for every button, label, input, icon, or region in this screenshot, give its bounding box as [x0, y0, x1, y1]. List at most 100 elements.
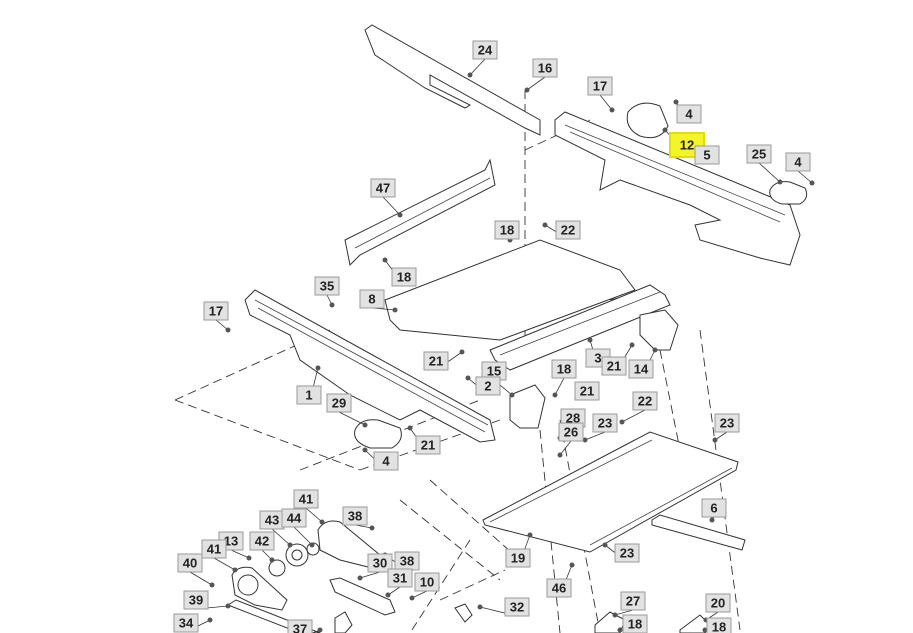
callout-number: 1 — [305, 388, 312, 403]
callout-21[interactable]: 21 — [423, 351, 449, 371]
leader-line — [526, 76, 546, 91]
callout-number: 21 — [421, 438, 435, 453]
callout-38[interactable]: 38 — [342, 506, 368, 526]
callout-18[interactable]: 18 — [551, 359, 577, 379]
fastener-icon — [362, 422, 368, 428]
callout-8[interactable]: 8 — [359, 289, 385, 309]
callout-18[interactable]: 18 — [706, 617, 732, 633]
callout-16[interactable]: 16 — [532, 58, 558, 78]
fastener-icon — [246, 555, 252, 561]
fastener-icon — [617, 627, 623, 633]
callout-47[interactable]: 47 — [370, 178, 396, 198]
callout-30[interactable]: 30 — [367, 553, 393, 573]
fastener-icon — [409, 595, 415, 601]
callout-number: 23 — [598, 416, 612, 431]
callout-number: 47 — [376, 181, 390, 196]
callout-39[interactable]: 39 — [183, 590, 209, 610]
callout-5[interactable]: 5 — [694, 145, 720, 165]
callout-box — [183, 590, 209, 610]
callout-14[interactable]: 14 — [628, 359, 654, 379]
callout-number: 46 — [552, 581, 566, 596]
callout-34[interactable]: 34 — [173, 613, 199, 633]
callout-22[interactable]: 22 — [555, 220, 581, 240]
callout-18[interactable]: 18 — [391, 267, 417, 287]
callout-19[interactable]: 19 — [505, 548, 531, 568]
callout-box — [628, 359, 654, 379]
callout-number: 27 — [626, 594, 640, 609]
callout-4[interactable]: 4 — [676, 104, 702, 124]
callout-21[interactable]: 21 — [574, 381, 600, 401]
callout-4[interactable]: 4 — [373, 451, 399, 471]
callout-25[interactable]: 25 — [746, 144, 772, 164]
callout-23[interactable]: 23 — [592, 413, 618, 433]
callout-41[interactable]: 41 — [201, 539, 227, 559]
callout-46[interactable]: 46 — [546, 578, 572, 598]
callout-box — [387, 568, 413, 588]
callout-number: 18 — [397, 270, 411, 285]
fastener-icon — [509, 392, 515, 398]
callout-13[interactable]: 13 — [218, 531, 244, 551]
leader-line — [271, 528, 291, 546]
callout-box — [551, 359, 577, 379]
callout-17[interactable]: 17 — [587, 76, 613, 96]
callout-23[interactable]: 23 — [614, 543, 640, 563]
leader-line — [215, 319, 229, 331]
callout-box — [592, 413, 618, 433]
callout-number: 43 — [265, 513, 279, 528]
fastener-icon — [397, 212, 403, 218]
leader-line — [797, 170, 813, 184]
part-41-plate-rear — [317, 520, 381, 569]
callout-38[interactable]: 38 — [394, 551, 420, 571]
leader-line — [614, 609, 634, 616]
callout-41[interactable]: 41 — [293, 489, 319, 509]
callout-number: 17 — [593, 79, 607, 94]
callout-43[interactable]: 43 — [259, 510, 285, 530]
callout-box — [414, 572, 440, 592]
part-32-block — [454, 603, 473, 623]
fastener-icon — [465, 375, 471, 381]
callout-20[interactable]: 20 — [705, 593, 731, 613]
callout-44[interactable]: 44 — [281, 508, 307, 528]
callout-number: 18 — [712, 620, 726, 633]
fastener-icon — [662, 127, 668, 133]
callout-box — [504, 597, 530, 617]
callout-box — [472, 40, 498, 60]
callout-number: 22 — [638, 394, 652, 409]
callout-box — [632, 391, 658, 411]
callout-21[interactable]: 21 — [415, 435, 441, 455]
leader-line — [758, 162, 781, 183]
callout-18[interactable]: 18 — [622, 614, 648, 633]
callout-35[interactable]: 35 — [314, 276, 340, 296]
callout-box — [785, 152, 811, 172]
callout-15[interactable]: 15 — [481, 361, 507, 381]
callout-37[interactable]: 37 — [287, 619, 313, 633]
callout-box — [359, 289, 385, 309]
fastener-icon — [629, 342, 635, 348]
callout-32[interactable]: 32 — [504, 597, 530, 617]
callout-21[interactable]: 21 — [601, 356, 627, 376]
callout-24[interactable]: 24 — [472, 40, 498, 60]
callout-40[interactable]: 40 — [177, 553, 203, 573]
callout-18[interactable]: 18 — [494, 220, 520, 240]
leader-line — [559, 440, 572, 456]
callout-22[interactable]: 22 — [632, 391, 658, 411]
callout-number: 3 — [594, 351, 601, 366]
callout-box — [620, 591, 646, 611]
callout-29[interactable]: 29 — [326, 393, 352, 413]
callout-box — [201, 539, 227, 559]
callout-23[interactable]: 23 — [714, 413, 740, 433]
callout-box — [494, 220, 520, 240]
callout-26[interactable]: 26 — [558, 422, 584, 442]
callout-4[interactable]: 4 — [785, 152, 811, 172]
callout-42[interactable]: 42 — [249, 531, 275, 551]
callout-2[interactable]: 2 — [475, 376, 501, 396]
callout-number: 39 — [189, 593, 203, 608]
callout-10[interactable]: 10 — [414, 572, 440, 592]
callout-6[interactable]: 6 — [701, 498, 727, 518]
callout-17[interactable]: 17 — [203, 301, 229, 321]
callout-number: 26 — [564, 425, 578, 440]
callout-27[interactable]: 27 — [620, 591, 646, 611]
callout-31[interactable]: 31 — [387, 568, 413, 588]
callout-1[interactable]: 1 — [296, 385, 322, 405]
